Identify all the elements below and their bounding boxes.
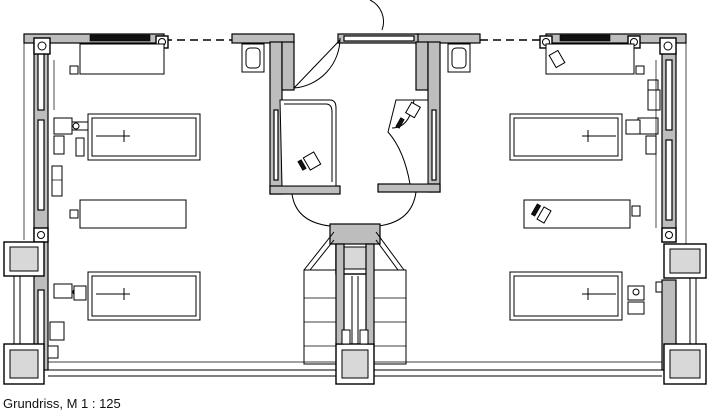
- drawing-caption: Grundriss, M 1 : 125: [3, 396, 121, 411]
- columns: [3, 35, 707, 385]
- right-office-furniture: [509, 43, 663, 321]
- left-sanitary-core: [241, 41, 341, 195]
- right-outer-wall: [661, 41, 677, 371]
- left-office-furniture: [47, 43, 201, 359]
- right-sanitary-core: [377, 41, 471, 193]
- inner-lining: [48, 60, 662, 363]
- floor-plan-drawing: [3, 0, 707, 385]
- entrance-door: [293, 0, 419, 89]
- top-wall-left: [23, 33, 295, 44]
- left-outer-wall: [33, 41, 49, 371]
- central-stair: [303, 223, 407, 365]
- inner-doors: [291, 191, 417, 227]
